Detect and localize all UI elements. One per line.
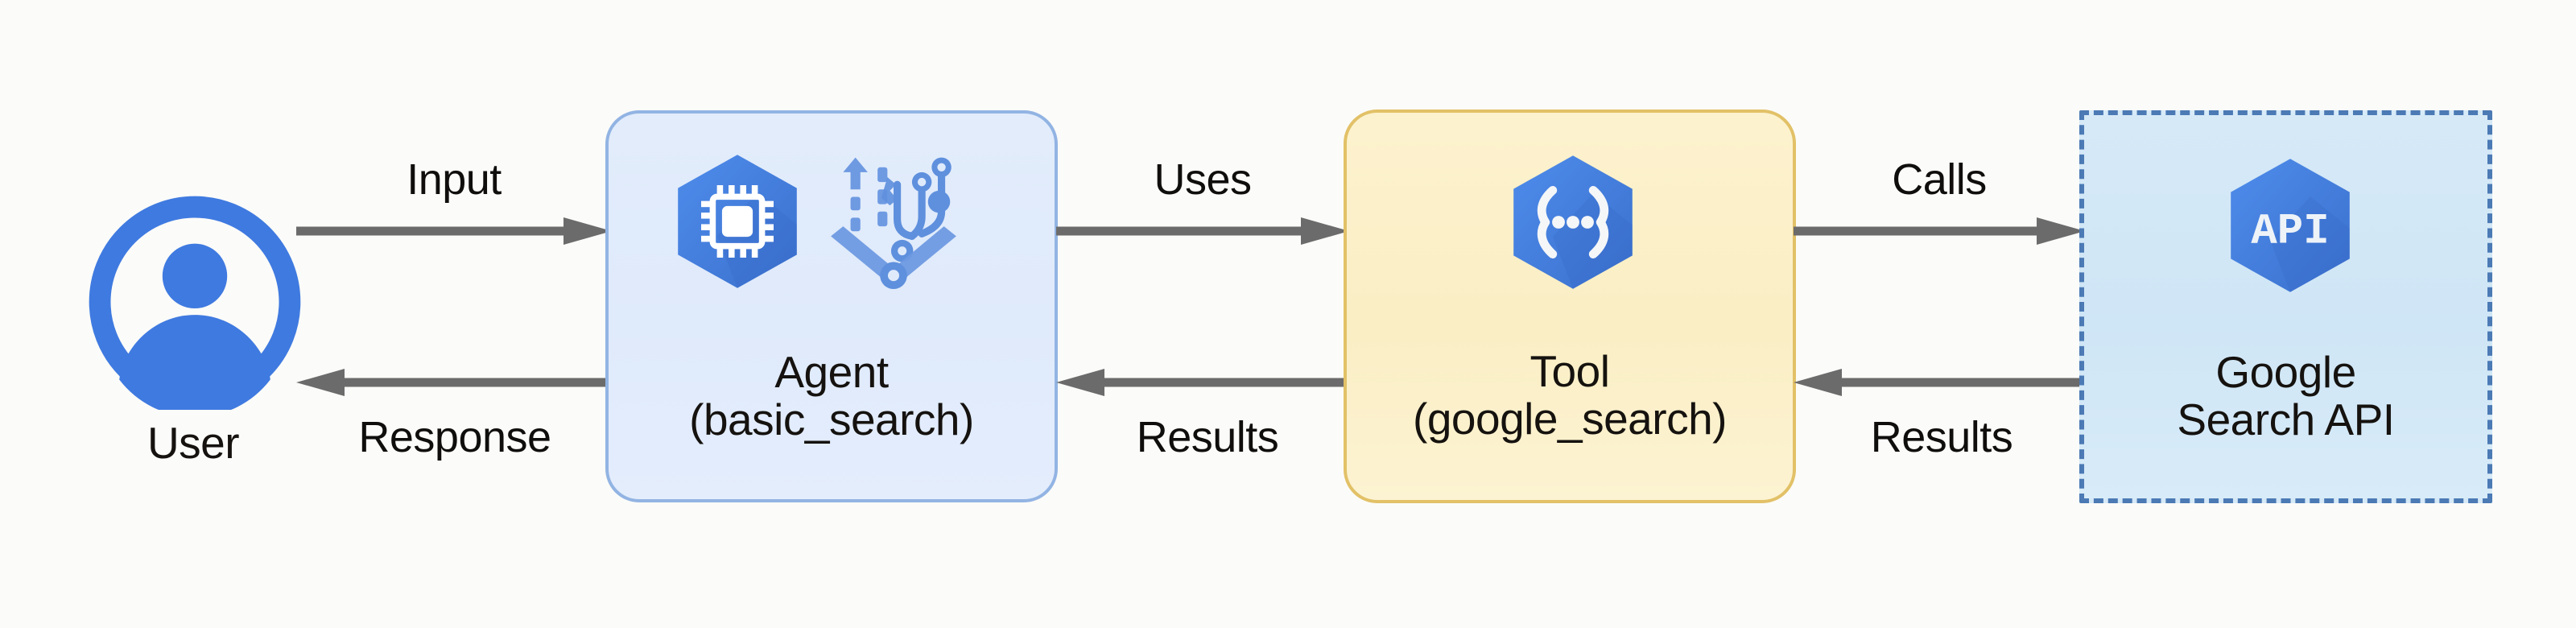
node-agent-label: Agent (basic_search) (689, 347, 974, 444)
edge-label-calls: Calls (1892, 155, 1987, 204)
edge-label-input: Input (407, 155, 502, 204)
api-hexagon-icon: API (2231, 159, 2350, 292)
arrow-tool-to-agent (1056, 369, 1349, 396)
arrow-api-to-tool (1794, 369, 2085, 396)
api-badge-text: API (2251, 208, 2329, 257)
user-avatar-icon (89, 196, 301, 410)
edge-label-results-api-tool: Results (1870, 413, 2013, 461)
edge-label-uses: Uses (1154, 155, 1252, 204)
node-google-search-api[interactable]: API Google Search API (2079, 110, 2492, 503)
arrow-tool-to-api (1794, 217, 2085, 245)
arrow-user-to-agent (296, 217, 612, 245)
node-api-label: Google Search API (2177, 347, 2395, 444)
agent-flow-icon (831, 157, 956, 289)
arrow-agent-to-user (296, 369, 612, 396)
edge-label-response: Response (358, 413, 551, 461)
arrow-agent-to-tool (1056, 217, 1349, 245)
cpu-hexagon-icon (678, 155, 797, 288)
edge-label-results-tool-agent: Results (1136, 413, 1279, 461)
node-agent[interactable]: Agent (basic_search) (605, 110, 1058, 502)
braces-hexagon-icon (1513, 155, 1633, 289)
node-tool-label: Tool (google_search) (1413, 346, 1727, 444)
node-tool[interactable]: Tool (google_search) (1344, 109, 1796, 503)
user-label: User (147, 418, 240, 468)
